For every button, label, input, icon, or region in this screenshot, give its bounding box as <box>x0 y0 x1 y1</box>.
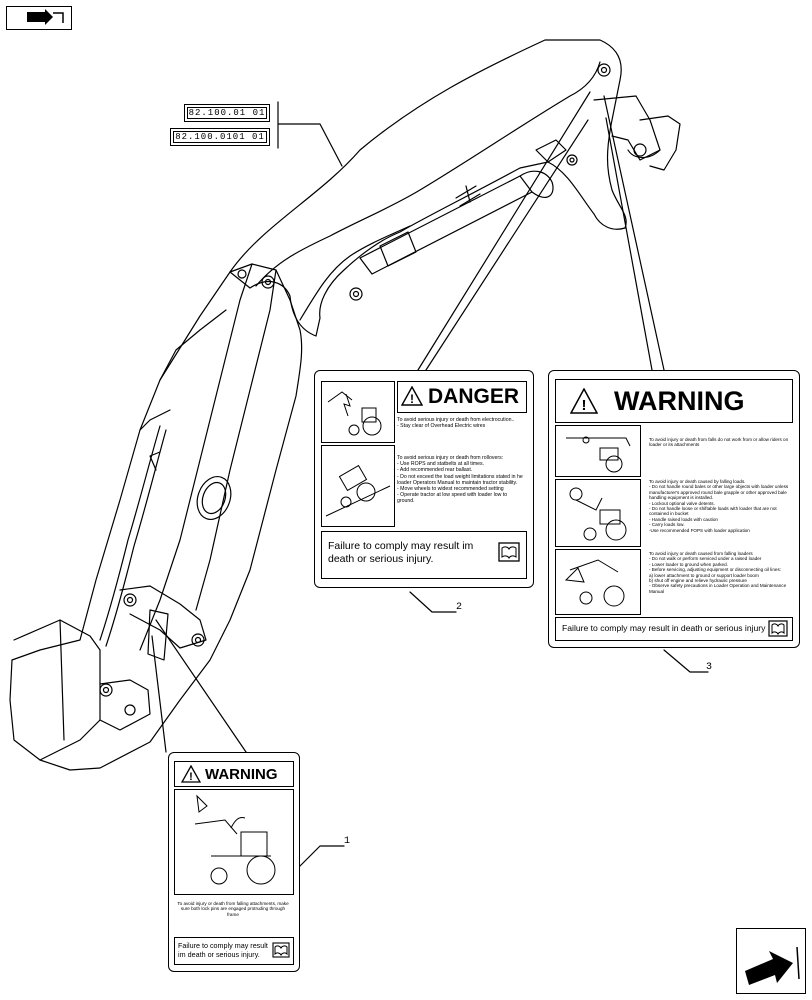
callout-2: 2 <box>456 602 463 613</box>
svg-text:!: ! <box>410 392 414 406</box>
leader-warning-2 <box>605 117 653 371</box>
danger-text-1: To avoid serious injury or death from el… <box>397 417 515 430</box>
warning-icon-panel-2 <box>555 479 641 547</box>
manual-book-icon <box>768 620 788 637</box>
leader-small-2 <box>155 619 247 753</box>
warning-triangle-icon: ! <box>570 388 598 414</box>
warning-icon-panel-1 <box>555 425 641 477</box>
ref-label: 82.100.0101 01 <box>173 131 267 143</box>
leader-refs <box>277 101 343 167</box>
leader-warning-1 <box>603 95 665 371</box>
callout-1: 1 <box>344 836 351 847</box>
danger-icon-panel-1 <box>321 381 395 443</box>
warning-small-icon-panel <box>174 789 294 895</box>
warning-icon-panel-3 <box>555 549 641 615</box>
warning-triangle-icon: ! <box>401 386 423 406</box>
electrocution-icon <box>327 391 382 436</box>
ref-label: 82.100.01 01 <box>187 107 267 119</box>
warning-decal-large: ! WARNING To avoid injury or death from … <box>548 370 800 648</box>
warning-small-header: WARNING <box>205 766 278 783</box>
warning-large-text-3: To avoid injury or death caused from fal… <box>649 551 787 594</box>
warning-large-text-2: To avoid injury or death caused by falli… <box>649 479 789 533</box>
ref-box-2[interactable]: 82.100.0101 01 <box>170 128 270 146</box>
falls-icon <box>566 436 631 473</box>
warning-decal-small: ! WARNING To avoid injury or death from … <box>168 752 300 972</box>
callout-3: 3 <box>706 662 713 673</box>
warning-large-footer: Failure to comply may result in death or… <box>562 623 766 633</box>
falling-loads-icon <box>569 487 627 541</box>
falling-attachment-icon <box>194 794 276 885</box>
svg-text:!: ! <box>582 397 587 414</box>
leader-small-1 <box>151 635 167 753</box>
warning-large-header: WARNING <box>614 386 745 416</box>
warning-small-footer: Failure to comply may result im death or… <box>178 941 268 959</box>
danger-decal: ! DANGER To avoid serious injury or deat… <box>314 370 534 588</box>
danger-header: DANGER <box>428 385 520 408</box>
manual-book-icon <box>498 542 520 562</box>
lower-arm <box>9 263 303 771</box>
svg-text:!: ! <box>189 771 193 783</box>
falling-loaders-icon <box>564 559 625 607</box>
ref-box-1[interactable]: 82.100.01 01 <box>184 104 270 122</box>
next-page-arrow-icon[interactable] <box>736 928 806 994</box>
danger-footer: Failure to comply may result im death or… <box>328 540 474 565</box>
warning-large-text-1: To avoid injury or death from falls do n… <box>649 437 789 448</box>
leader-danger-2 <box>425 119 589 371</box>
upper-boom <box>229 39 627 337</box>
danger-icon-panel-2 <box>321 445 395 527</box>
leader-danger-1 <box>417 91 591 371</box>
warning-triangle-icon: ! <box>181 765 201 783</box>
book-arrow-icon[interactable] <box>6 6 72 30</box>
manual-book-icon <box>272 942 290 958</box>
rollover-icon <box>325 464 391 517</box>
danger-text-2: To avoid serious injury or death from ro… <box>397 455 523 505</box>
warning-small-text-1: To avoid injury or death from falling at… <box>177 901 289 917</box>
